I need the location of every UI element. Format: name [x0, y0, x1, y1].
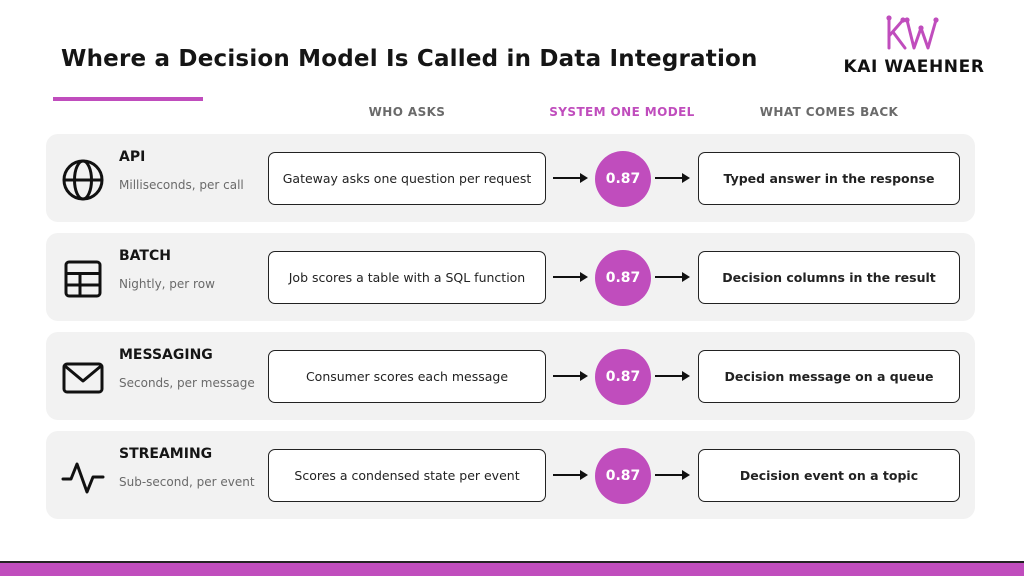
what-comes-back-box: Decision columns in the result — [698, 251, 960, 304]
row-subtitle: Sub-second, per event — [119, 475, 255, 489]
column-header-model: SYSTEM ONE MODEL — [549, 105, 695, 119]
what-comes-back-box: Decision message on a queue — [698, 350, 960, 403]
row-messaging: MESSAGING Seconds, per message Consumer … — [46, 332, 975, 420]
row-title: API — [119, 149, 146, 165]
kw-logo-mark — [886, 15, 939, 50]
arrow-right-icon — [553, 173, 588, 183]
row-streaming: STREAMING Sub-second, per event Scores a… — [46, 431, 975, 519]
model-score-badge: 0.87 — [595, 448, 651, 504]
model-score-badge: 0.87 — [595, 250, 651, 306]
who-asks-box: Job scores a table with a SQL function — [268, 251, 546, 304]
arrow-right-icon — [553, 272, 588, 282]
column-header-what-back: WHAT COMES BACK — [759, 105, 899, 119]
model-score-badge: 0.87 — [595, 151, 651, 207]
row-title: BATCH — [119, 248, 171, 264]
row-api: API Milliseconds, per call Gateway asks … — [46, 134, 975, 222]
kai-waehner-logo: KAI WAEHNER — [830, 14, 994, 80]
arrow-right-icon — [553, 371, 588, 381]
globe-icon — [62, 159, 104, 201]
what-comes-back-box: Decision event on a topic — [698, 449, 960, 502]
logo-wordmark: KAI WAEHNER — [843, 57, 985, 77]
row-subtitle: Milliseconds, per call — [119, 178, 244, 192]
arrow-right-icon — [553, 470, 588, 480]
what-comes-back-box: Typed answer in the response — [698, 152, 960, 205]
column-header-who-asks: WHO ASKS — [368, 105, 446, 119]
arrow-right-icon — [655, 272, 690, 282]
who-asks-box: Gateway asks one question per request — [268, 152, 546, 205]
arrow-right-icon — [655, 371, 690, 381]
title-underline — [53, 97, 203, 101]
footer-accent-bar — [0, 563, 1024, 576]
page-title: Where a Decision Model Is Called in Data… — [61, 46, 758, 72]
row-subtitle: Seconds, per message — [119, 376, 255, 390]
row-subtitle: Nightly, per row — [119, 277, 215, 291]
who-asks-box: Consumer scores each message — [268, 350, 546, 403]
row-title: STREAMING — [119, 446, 213, 462]
who-asks-box: Scores a condensed state per event — [268, 449, 546, 502]
footer-divider — [0, 561, 1024, 563]
envelope-icon — [62, 362, 104, 394]
arrow-right-icon — [655, 173, 690, 183]
row-batch: BATCH Nightly, per row Job scores a tabl… — [46, 233, 975, 321]
table-icon — [64, 260, 102, 298]
model-score-badge: 0.87 — [595, 349, 651, 405]
row-title: MESSAGING — [119, 347, 213, 363]
arrow-right-icon — [655, 470, 690, 480]
pulse-icon — [61, 462, 105, 494]
